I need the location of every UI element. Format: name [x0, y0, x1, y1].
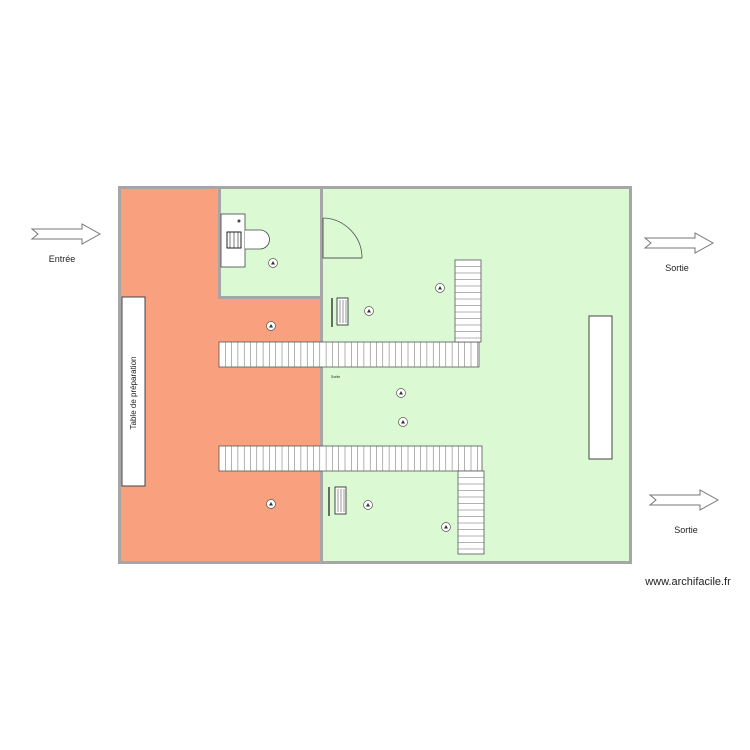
desk-icon [220, 213, 270, 268]
preparation-table [121, 296, 146, 487]
sortie-top-label: Sortie [665, 263, 689, 273]
stairs-horizontal-top [218, 341, 480, 368]
sortie-top-arrow-icon [643, 232, 715, 254]
stairs-horizontal-bottom [218, 445, 483, 472]
right-table [588, 315, 613, 460]
camera-marker-icon [435, 283, 445, 293]
camera-marker-icon [266, 321, 276, 331]
stairs-group [218, 259, 485, 555]
camera-marker-icon [398, 417, 408, 427]
sortie-bottom-label: Sortie [674, 525, 698, 535]
stairs-vertical-bottom [457, 470, 485, 555]
stairs-vertical-top [454, 259, 482, 343]
watermark: www.archifacile.fr [644, 576, 731, 588]
camera-marker-icon [363, 500, 373, 510]
camera-marker-icon [396, 388, 406, 398]
entree-arrow-icon [30, 223, 102, 245]
camera-markers [266, 258, 451, 532]
keyboard-icon-top [331, 297, 349, 327]
camera-marker-icon [441, 522, 451, 532]
keyboard-icon-bottom [328, 486, 347, 516]
entree-label: Entrée [49, 254, 76, 264]
hall-small-label: Sortie [331, 375, 340, 379]
camera-marker-icon [266, 499, 276, 509]
door-icon [322, 217, 363, 259]
camera-marker-icon [364, 306, 374, 316]
preparation-table-label: Table de préparation [129, 357, 138, 430]
sortie-bottom-arrow-icon [648, 489, 720, 511]
camera-marker-icon [268, 258, 278, 268]
